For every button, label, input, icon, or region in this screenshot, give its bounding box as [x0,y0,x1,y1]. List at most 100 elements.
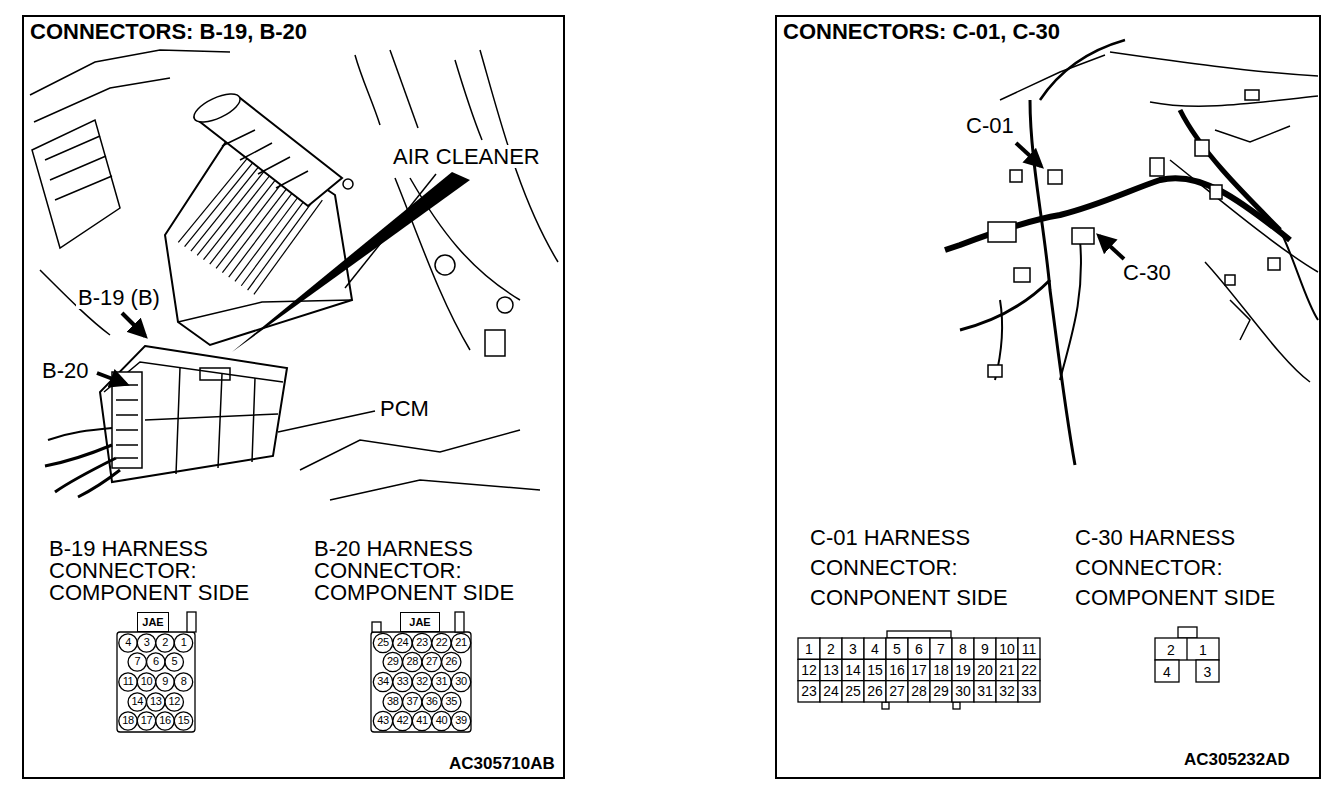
pin-cells [119,633,1040,730]
pin-number-holder: 25 [377,637,388,649]
pin-number: 39 [455,715,466,727]
pin-cell [820,681,842,702]
figure-panel: CONNECTORS: B-19, B-20JAEJAE [22,15,565,779]
pin-number: 17 [141,715,152,727]
harness-branch [1030,100,1075,465]
pin-number: 36 [426,696,437,708]
bolt [497,297,513,313]
part-name: AIR CLEANER [391,145,542,168]
pin-number-holder: 14 [845,663,861,678]
connector-callout: B-20 [40,359,90,382]
pin-number: 9 [981,641,989,656]
connector-body [1072,228,1094,244]
pin-number-holder: 22 [436,637,447,649]
pin-cell [974,681,996,702]
part-name: PCM [378,397,431,420]
pcm-connector [112,372,142,468]
pin-number-holder: 37 [407,696,418,708]
harness-wire [48,428,112,440]
pin-cell [798,681,820,702]
pin-number: 23 [801,684,817,699]
pin-number-holder: 27 [426,656,437,668]
pin-circle [174,673,192,691]
dash-line [1000,55,1105,100]
pin-number-holder: 6 [915,641,923,656]
pin-number-holder: 26 [867,684,883,699]
pin-number-holder: 41 [416,715,427,727]
pin-cell [908,659,930,680]
pin-number-holder: 30 [955,684,971,699]
harness-wire [1040,40,1125,100]
pin-circle [156,712,174,730]
figure-code-holder: AC305232AD [1182,751,1292,769]
pin-number-holder: 29 [933,684,949,699]
pin-circle [128,653,146,671]
rib-line [241,192,310,285]
pin-number: 8 [959,641,967,656]
rib-line [254,200,322,294]
pin-number-holder: 16 [889,663,905,678]
pin-circle [147,653,165,671]
pin-cell [1018,638,1040,659]
pin-cell [930,681,952,702]
pin-number-holder: 23 [416,637,427,649]
pin-number-holder: 6 [153,656,159,668]
pin-number: 3 [849,641,857,656]
pin-number-holder: 31 [436,676,447,688]
dash-line [1150,96,1318,106]
pin-number: 34 [377,676,388,688]
pin-number: 3 [144,637,150,649]
pin-circle [451,633,470,652]
pin-number-holder: 2 [162,637,168,649]
pin-cell [1018,659,1040,680]
pin-number: 2 [827,641,835,656]
leaders-right [1016,143,1124,259]
pin-number: 32 [416,676,427,688]
harness-branch [1060,240,1081,380]
pin-circle [432,672,451,691]
pin-number-holder: 24 [823,684,839,699]
pin-number: 2 [1167,642,1175,657]
pin-circle [137,712,155,730]
callout-arrow [97,373,126,384]
pin-number-holder: 28 [911,684,927,699]
connector-callout: C-01 [964,114,1016,137]
connector-body [1014,268,1030,282]
pin-cell [798,659,820,680]
pin-number: 29 [387,656,398,668]
pin-circle [442,652,461,671]
pin-number-holder: 8 [181,676,187,688]
connector-body [988,365,1002,377]
pcm-rib [176,368,255,474]
pin-number: 11 [123,676,134,688]
pin-cell [798,638,820,659]
pin-number: 17 [911,663,927,678]
pin-circle [451,711,470,730]
body-line [30,50,230,95]
pin-cell [952,659,974,680]
dash-line [1205,262,1310,382]
pin-circle [403,652,422,671]
connector-lock [887,631,951,638]
pin-number-holder: 7 [937,641,945,656]
pin-number-holder: 7 [134,656,140,668]
pin-number: 25 [377,637,388,649]
pin-circle [393,711,412,730]
dashboard-drawing [945,40,1318,465]
pin-number-holder: 8 [959,641,967,656]
connector-body [1048,170,1062,184]
body-line [390,50,418,128]
connector-body [1268,258,1280,270]
connector-lock [455,612,464,632]
pin-number-holder: 2 [827,641,835,656]
pin-number: 16 [889,663,905,678]
pin-number-holder: 42 [397,715,408,727]
pin-number: 19 [955,663,971,678]
fender-line [455,60,482,140]
pin-number-holder: 26 [446,656,457,668]
body-line [34,78,170,122]
pin-number-holder: 11 [123,676,134,688]
connector-caption-holder: B-19 HARNESS CONNECTOR: COMPONENT SIDE [47,538,287,604]
pin-circle [412,672,431,691]
pin-number: 24 [397,637,408,649]
